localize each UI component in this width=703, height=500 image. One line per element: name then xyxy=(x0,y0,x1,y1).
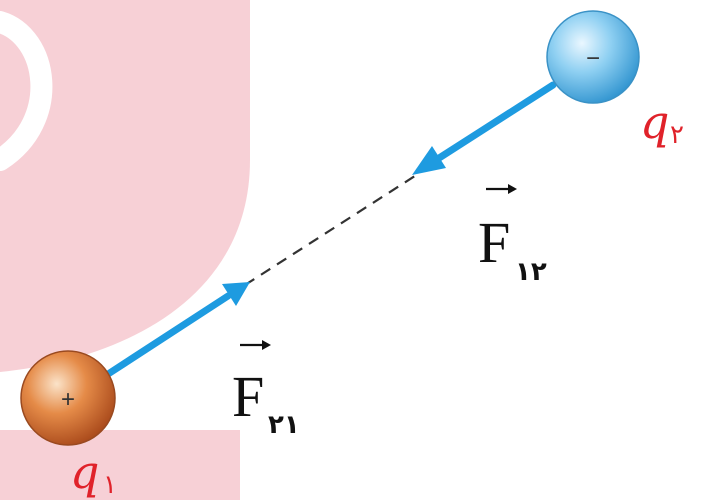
line-of-action xyxy=(244,173,419,286)
brand-watermark xyxy=(0,0,250,500)
positive-sign: + xyxy=(61,386,75,413)
f12-subscript: ۱۲ xyxy=(515,257,547,287)
q2-symbol: q xyxy=(640,95,669,149)
vector-arrowhead-f21 xyxy=(262,340,271,350)
vector-arrowhead-f12 xyxy=(508,184,517,194)
q1-symbol: q xyxy=(70,445,99,499)
q1-subscript: ۱ xyxy=(103,470,117,500)
f21-subscript: ۲۱ xyxy=(268,410,300,440)
label-q2: q ۲ xyxy=(640,95,684,150)
positive-charge-sphere: + xyxy=(20,350,116,446)
label-f21: F ۲۱ xyxy=(232,340,300,440)
force-arrow-f12 xyxy=(412,81,557,175)
negative-sign: − xyxy=(586,45,600,72)
q2-subscript: ۲ xyxy=(670,120,684,150)
label-f12: F ۱۲ xyxy=(478,184,547,287)
f12-symbol: F xyxy=(478,210,510,275)
arrowhead-f21 xyxy=(222,282,250,306)
label-q1: q ۱ xyxy=(70,445,117,500)
arrowhead-f12 xyxy=(412,146,446,175)
force-arrow-f21 xyxy=(101,282,250,380)
f21-symbol: F xyxy=(232,364,264,429)
negative-charge-sphere: − xyxy=(546,10,640,104)
